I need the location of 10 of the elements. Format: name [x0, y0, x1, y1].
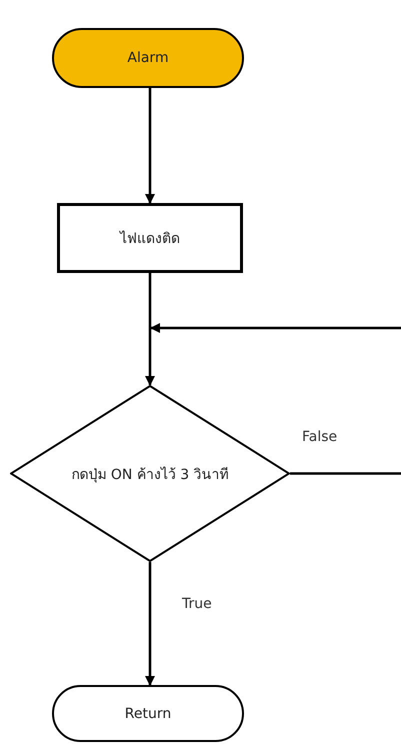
decision-diamond: กดปุ่ม ON ค้างไว้ 3 วินาที — [10, 385, 290, 562]
edge-label: True — [180, 596, 214, 612]
start-terminator: Alarm — [52, 28, 244, 88]
arrow — [150, 323, 401, 333]
arrow — [145, 562, 155, 686]
edge-label: False — [300, 428, 340, 444]
end-terminator: Return — [52, 685, 244, 742]
arrow — [145, 88, 155, 204]
arrow — [145, 273, 155, 386]
process-box: ไฟแดงติด — [57, 203, 243, 273]
